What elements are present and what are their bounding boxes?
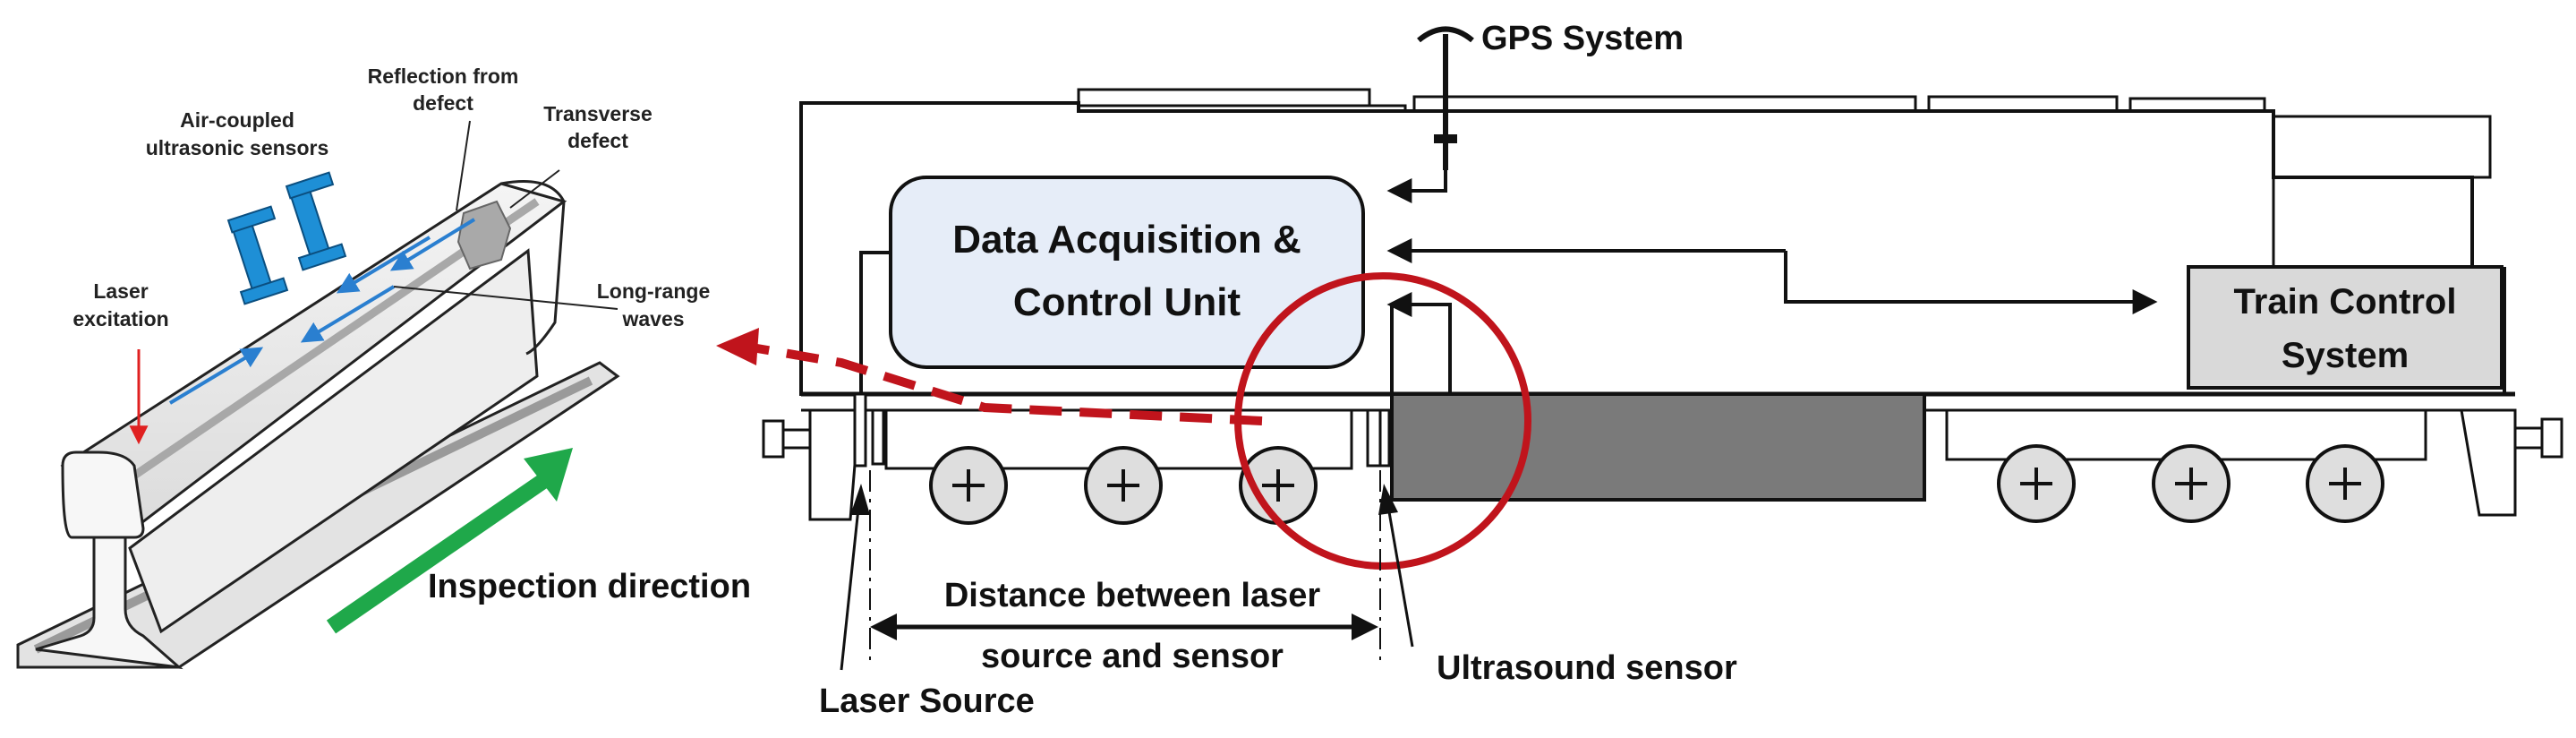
rail-panel: Reflection from defect Air-coupled ultra… [16, 64, 751, 670]
rail-far-end [500, 180, 566, 356]
cab-window [2272, 115, 2492, 179]
gps-label: GPS System [1481, 20, 1684, 57]
ultrasonic-sensor-1 [226, 205, 289, 305]
roof-unit-1 [1077, 88, 1371, 107]
signal-path-dashed [751, 343, 1263, 425]
ultrasound-pointer [1386, 501, 1414, 648]
wave-forward-arrow [168, 347, 264, 405]
laser-excitation-label-2: excitation [73, 307, 168, 330]
rear-coupler [2460, 408, 2563, 517]
wheel-right-1 [1997, 444, 2076, 523]
train-control-system [2187, 265, 2503, 390]
wheel-right-2 [2152, 444, 2231, 523]
signal-path-arrowhead [716, 328, 759, 365]
reflection-label-1: Reflection from [368, 64, 519, 88]
wheel-left-1 [929, 446, 1008, 525]
sensors-label-2: ultrasonic sensors [146, 136, 329, 159]
transverse-leader [509, 169, 560, 209]
wave-return-arrow-1 [300, 285, 396, 343]
front-coupler [762, 408, 861, 521]
tcs-label-2: System [2282, 336, 2409, 375]
wave-return-arrow-2 [336, 236, 431, 294]
gps-to-daq-arrow [1386, 157, 1447, 203]
rail-end-web [35, 536, 183, 670]
sensors-label-1: Air-coupled [180, 108, 294, 132]
laser-source-pointer [840, 499, 861, 671]
reflection-label-2: defect [413, 91, 473, 115]
transverse-label-1: Transverse [543, 102, 652, 125]
transverse-label-2: defect [567, 129, 628, 152]
daq-to-tcs-arrow [1784, 251, 2158, 314]
daq-label-2: Control Unit [1013, 280, 1241, 324]
inspection-arrow [326, 466, 560, 634]
daq-label-1: Data Acquisition & [952, 218, 1301, 262]
laser-source-label: Laser Source [819, 682, 1035, 720]
tcs-label-1: Train Control [2234, 282, 2457, 322]
reflection-arrow [389, 218, 476, 271]
train-panel: Data Acquisition & Control Unit Train Co… [716, 20, 2563, 720]
inspection-direction-label: Inspection direction [428, 568, 751, 605]
laser-source-device [853, 392, 867, 468]
distance-arrow-right-head [1352, 614, 1378, 640]
inspection-arrowhead [524, 448, 573, 502]
fuel-tank [1390, 392, 1926, 502]
gps-antenna-icon [1417, 26, 1474, 170]
laser-source-pointer-head [850, 484, 870, 515]
data-acquisition-unit [889, 176, 1365, 369]
roof-unit-4 [1412, 95, 1917, 113]
reflection-leader [456, 120, 471, 211]
wheel-left-2 [1084, 446, 1163, 525]
laser-source-mount [871, 408, 885, 466]
laser-excitation-label-1: Laser [93, 279, 148, 303]
ultrasonic-sensor-2 [285, 171, 347, 271]
distance-label-1: Distance between laser [944, 577, 1321, 614]
rail-web [128, 248, 539, 634]
ultrasound-sensor-label: Ultrasound sensor [1437, 649, 1737, 687]
rail-end-profile [61, 451, 145, 539]
ultrasound-sensor-mount [1378, 408, 1391, 468]
ultrasound-sensor-device [1366, 408, 1382, 468]
sensor-to-daq-arrow [1386, 292, 1452, 394]
waves-label-2: waves [621, 307, 684, 330]
laser-source-link [859, 251, 891, 394]
waves-leader [393, 286, 618, 310]
roof-unit-5 [1927, 95, 2119, 113]
ultrasound-pointer-head [1378, 484, 1398, 515]
distance-arrow-left-head [870, 614, 897, 640]
wheel-right-3 [2306, 444, 2384, 523]
distance-label-2: source and sensor [981, 638, 1284, 675]
waves-label-1: Long-range [597, 279, 711, 303]
transverse-defect [456, 200, 512, 270]
